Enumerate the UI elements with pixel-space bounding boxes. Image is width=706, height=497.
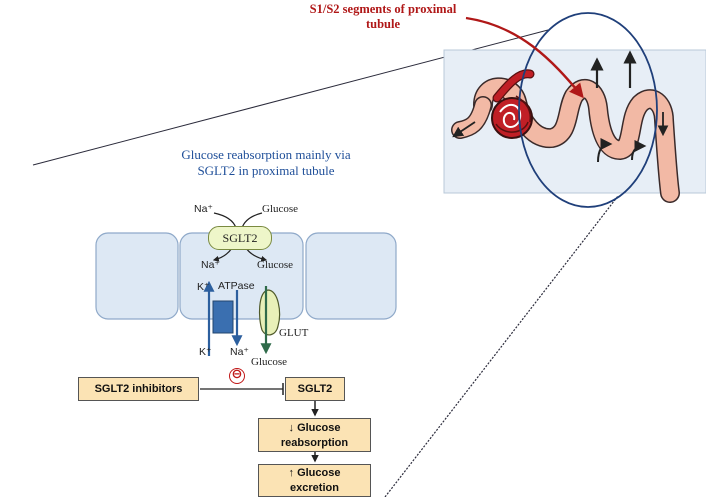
atpase-label: ATPase xyxy=(218,280,255,292)
glucose-out-label: Glucose xyxy=(257,259,294,271)
callout-line2: tubule xyxy=(365,17,401,31)
title-line1: Glucose reabsorption mainly via xyxy=(181,147,351,162)
sglt2-transporter: SGLT2 xyxy=(208,226,272,250)
excretion-line2: excretion xyxy=(290,482,339,494)
glut-label: GLUT xyxy=(279,327,309,339)
na-in-label: Na⁺ xyxy=(194,203,213,215)
callout-line1: S1/S2 segments of proximal xyxy=(309,2,457,16)
glut-transporter xyxy=(258,289,281,336)
title-line2: SGLT2 in proximal tubule xyxy=(197,163,335,178)
k-bottom-label: K⁺ xyxy=(199,346,212,358)
glucose-in-label: Glucose xyxy=(262,203,299,215)
zoom-line-bottom xyxy=(384,195,619,497)
k-top-label: K⁺ xyxy=(197,281,210,293)
nephron-panel xyxy=(443,12,706,208)
excretion-line1: ↑ Glucose xyxy=(288,467,341,479)
reabsorption-line1: ↓ Glucose xyxy=(288,422,341,434)
atpase-pump xyxy=(212,300,234,334)
glucose-reabsorption-box: ↓ Glucose reabsorption xyxy=(258,418,371,452)
sglt2-inhibitors-box: SGLT2 inhibitors xyxy=(78,377,199,401)
inhibition-minus-icon: ⊖ xyxy=(229,368,245,384)
na-bottom-label: Na⁺ xyxy=(230,346,249,358)
segment-callout-label: S1/S2 segments of proximal tubule xyxy=(283,2,483,32)
diagram-title: Glucose reabsorption mainly via SGLT2 in… xyxy=(148,147,384,179)
sglt2-box: SGLT2 xyxy=(285,377,345,401)
callout-arrow xyxy=(465,16,584,99)
na-out-label: Na⁺ xyxy=(201,259,220,271)
glucose-bottom-label: Glucose xyxy=(251,356,288,368)
glucose-excretion-box: ↑ Glucose excretion xyxy=(258,464,371,497)
reabsorption-line2: reabsorption xyxy=(280,437,349,449)
